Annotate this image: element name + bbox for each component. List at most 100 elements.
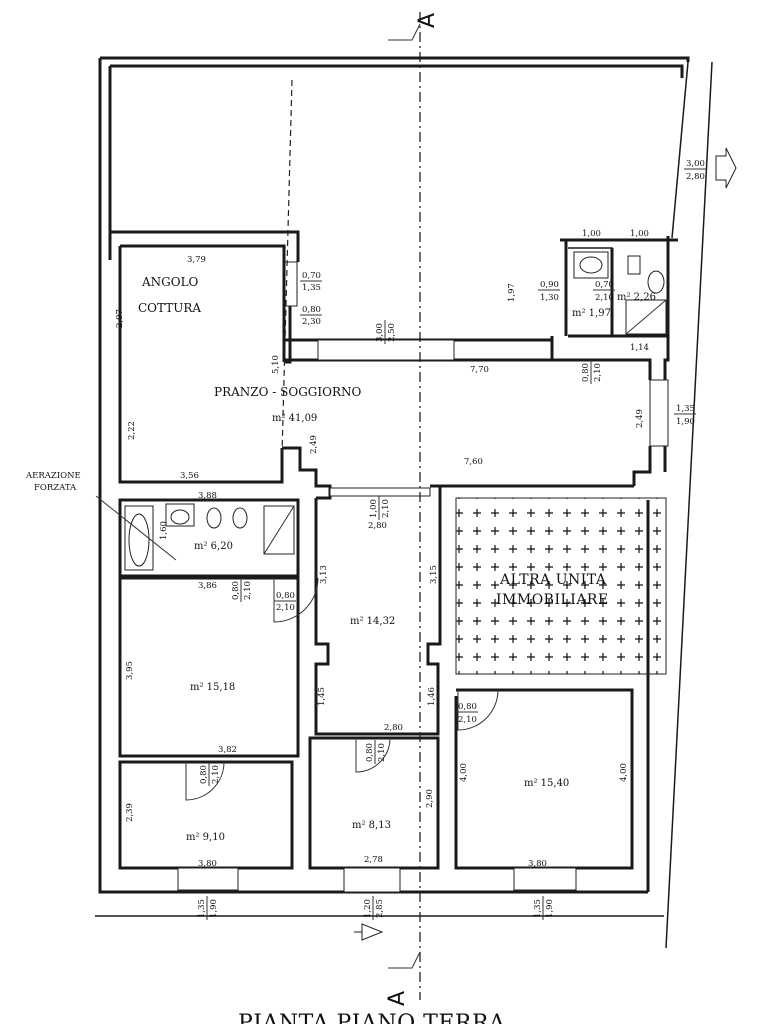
footer-title: PIANTA PIANO TERRA (238, 1011, 506, 1024)
dim-380b: 3,80 (528, 859, 547, 869)
svg-text:0,90: 0,90 (540, 280, 559, 290)
dim-400a: 4,00 (459, 763, 469, 782)
room-camera-2 (118, 760, 294, 891)
dim-114: 1,14 (630, 343, 649, 353)
dim-356: 3,56 (180, 471, 199, 481)
dim-290: 2,90 (425, 789, 435, 808)
dim-222: 2,22 (127, 421, 137, 440)
svg-text:0,80: 0,80 (458, 702, 477, 712)
dim-510: 5,10 (271, 355, 281, 374)
dim-100a: 1,00 (582, 229, 601, 239)
svg-text:0,70: 0,70 (595, 280, 614, 290)
svg-text:2,10: 2,10 (458, 715, 477, 725)
svg-text:1,90: 1,90 (676, 417, 695, 427)
dim-400b: 4,00 (619, 763, 629, 782)
dim-313: 3,13 (319, 565, 329, 584)
room-camera-3 (308, 736, 440, 893)
dim-395: 3,95 (125, 661, 135, 680)
label-pranzo: PRANZO - SOGGIORNO (214, 385, 361, 399)
area-pranzo: m² 41,09 (272, 413, 317, 424)
dim-760: 7,60 (464, 457, 483, 467)
opening-w135-190c: 1,35 1,90 (533, 896, 555, 920)
dim-379: 3,79 (187, 255, 206, 265)
svg-text:2,10: 2,10 (381, 499, 391, 518)
dim-770: 7,70 (470, 365, 489, 375)
opening-w080-230: 0,80 2,30 (300, 305, 322, 327)
svg-text:2,10: 2,10 (276, 603, 295, 613)
svg-text:3,00: 3,00 (375, 323, 385, 342)
svg-text:2,85: 2,85 (375, 899, 385, 918)
opening-w080-210d: 0,80 2,10 (199, 762, 221, 786)
room-camera-4 (454, 688, 634, 891)
svg-text:0,80: 0,80 (231, 581, 241, 600)
room-altra-unita (455, 497, 667, 675)
opening-w080-210c: 0,80 2,10 (274, 591, 296, 613)
aerazione-leader (95, 495, 177, 561)
svg-text:2,50: 2,50 (387, 323, 397, 342)
svg-text:2,10: 2,10 (211, 765, 221, 784)
label-angolo-2: COTTURA (138, 301, 201, 315)
svg-text:1,35: 1,35 (676, 404, 695, 414)
label-altra-2: IMMOBILIARE (496, 592, 609, 608)
svg-text:0,70: 0,70 (302, 271, 321, 281)
svg-text:1,35: 1,35 (302, 283, 321, 293)
opening-w080-210f: 0,80 2,10 (456, 702, 478, 725)
opening-w300-280: 3,00 2,80 (684, 159, 706, 182)
room-bagno (118, 498, 300, 578)
svg-text:0,80: 0,80 (365, 743, 375, 762)
area-camera-4: m² 15,40 (524, 778, 569, 789)
dim-278: 2,78 (364, 855, 383, 865)
label-altra-1: ALTRA UNITA (499, 572, 607, 588)
room-bagni-piccoli (568, 247, 667, 336)
area-camera-3: m² 8,13 (352, 820, 391, 831)
area-bagno-a: m² 1,97 (572, 308, 611, 319)
svg-text:1,00: 1,00 (369, 499, 379, 518)
svg-text:2,10: 2,10 (243, 581, 253, 600)
svg-text:2,80: 2,80 (686, 172, 705, 182)
opening-w080-210e: 0,80 2,10 (365, 740, 387, 764)
opening-w100-210: 1,00 2,10 (369, 496, 391, 520)
dim-239: 2,39 (125, 803, 135, 822)
label-angolo-1: ANGOLO (141, 275, 199, 289)
dim-380a: 3,80 (198, 859, 217, 869)
svg-text:2,10: 2,10 (377, 743, 387, 762)
entrance-arrow-bottom (354, 923, 384, 941)
room-angolo-cottura (108, 230, 300, 484)
note-aerazione-1: AERAZIONE (25, 471, 81, 481)
opening-w090-130: 0,90 1,30 (538, 280, 560, 303)
svg-text:1,20: 1,20 (363, 899, 373, 918)
dim-160: 1,60 (159, 521, 169, 540)
room-corridoio (314, 498, 442, 736)
dim-146: 1,46 (427, 687, 437, 706)
section-line (388, 12, 421, 1000)
svg-text:2,10: 2,10 (595, 293, 614, 303)
area-camera-2: m² 9,10 (186, 832, 225, 843)
svg-text:3,00: 3,00 (686, 159, 705, 169)
opening-w120-285: 1,20 2,85 (363, 896, 385, 920)
entrance-arrow-right (715, 147, 737, 189)
dim-382: 3,82 (218, 745, 237, 755)
area-camera-1: m² 15,18 (190, 682, 235, 693)
dim-386: 3,86 (198, 581, 217, 591)
area-corridoio: m² 14,32 (350, 616, 395, 627)
opening-w080-210a: 0,80 2,10 (581, 360, 603, 384)
section-mark-bottom: A (385, 991, 410, 1006)
room-camera-1 (118, 576, 300, 758)
dim-249a: 2,49 (309, 435, 319, 454)
svg-text:1,90: 1,90 (209, 899, 219, 918)
hidden-line (281, 79, 293, 455)
dim-315: 3,15 (429, 565, 439, 584)
svg-text:0,80: 0,80 (302, 305, 321, 315)
dim-145: 1,45 (317, 687, 327, 706)
section-mark-top: A (415, 13, 440, 28)
opening-w135-190a: 1,35 1,90 (674, 404, 696, 427)
svg-text:2,10: 2,10 (593, 363, 603, 382)
opening-w080-210b: 0,80 2,10 (231, 578, 253, 602)
svg-text:1,30: 1,30 (540, 293, 559, 303)
svg-text:0,80: 0,80 (199, 765, 209, 784)
dim-197: 1,97 (507, 283, 517, 302)
door-swings (185, 577, 499, 801)
svg-text:1,90: 1,90 (545, 899, 555, 918)
dim-100b: 1,00 (630, 229, 649, 239)
svg-text:0,80: 0,80 (276, 591, 295, 601)
